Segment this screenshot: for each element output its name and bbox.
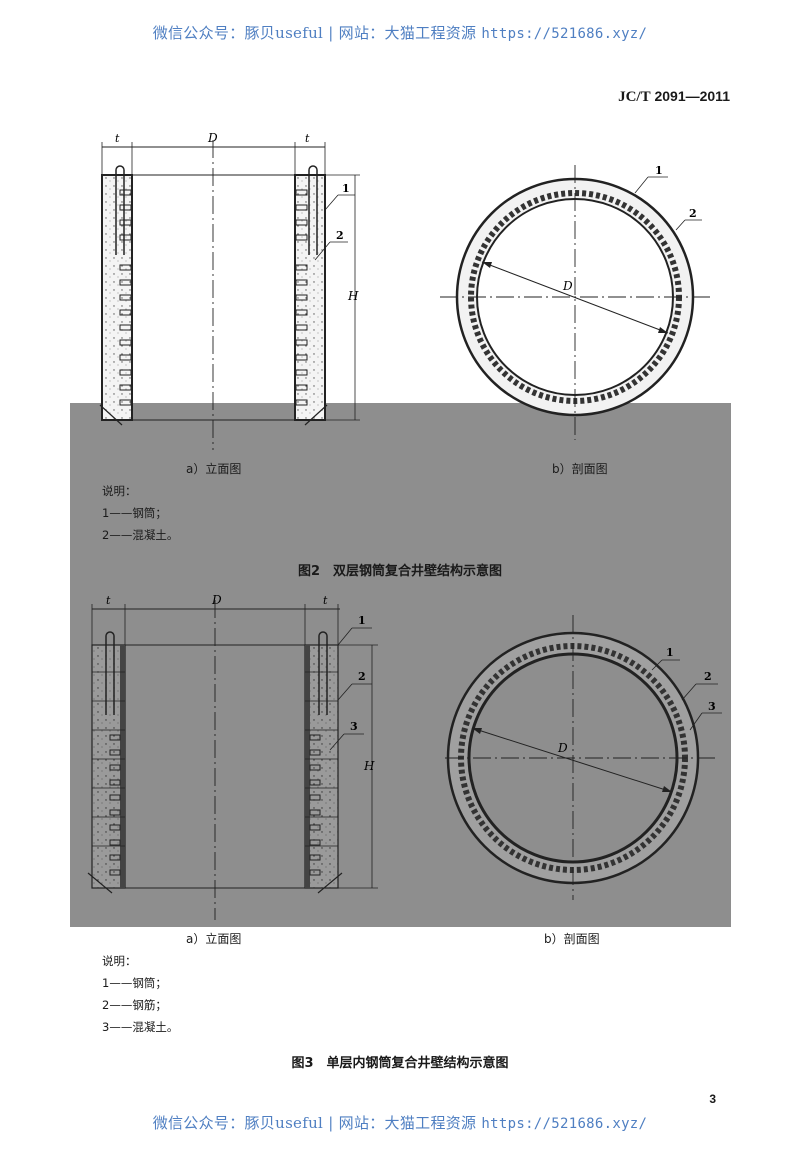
dim-t-right: t [305, 132, 310, 145]
fig3-title: 图3 单层内钢筒复合井壁结构示意图 [291, 1056, 509, 1071]
callout-2: 2 [336, 229, 344, 242]
callout-2: 2 [689, 207, 697, 220]
fig2-caption-elevation: a）立面图 [186, 462, 242, 476]
legend-item: 3——混凝土。 [102, 1020, 179, 1034]
callout-2: 2 [358, 670, 366, 683]
dim-D: D [207, 131, 218, 145]
dim-t-right: t [323, 594, 328, 607]
fig2-legend: 说明： 1——钢筒； 2——混凝土。 [102, 480, 178, 546]
fig2-section-drawing: D 1 2 [440, 164, 710, 440]
fig3-caption-section: b）剖面图 [544, 932, 600, 946]
legend-item: 2——混凝土。 [102, 528, 179, 542]
dim-H: H [347, 289, 359, 303]
dim-D: D [211, 593, 222, 607]
callout-1: 1 [358, 614, 366, 627]
callout-2: 2 [704, 670, 712, 683]
dim-t-left: t [115, 132, 120, 145]
watermark-text: 微信公众号：豚贝useful | 网站：大猫工程资源 [152, 1114, 482, 1132]
legend-item: 1——钢筒； [102, 976, 167, 990]
legend-title: 说明： [102, 954, 137, 968]
callout-1: 1 [342, 182, 350, 195]
watermark-url[interactable]: https://521686.xyz/ [481, 1116, 648, 1132]
callout-1: 1 [666, 646, 674, 659]
callout-3: 3 [708, 700, 716, 713]
fig3-elevation-drawing: t D t H 1 2 3 [87, 593, 378, 920]
fig2-caption-section: b）剖面图 [552, 462, 608, 476]
page-number: 3 [709, 1092, 716, 1106]
dim-H: H [363, 759, 375, 773]
watermark-bottom: 微信公众号：豚贝useful | 网站：大猫工程资源 https://52168… [0, 1112, 800, 1133]
dim-t-left: t [106, 594, 111, 607]
legend-item: 1——钢筒； [102, 506, 167, 520]
legend-title: 说明： [102, 484, 137, 498]
watermark-top: 微信公众号：豚贝useful | 网站：大猫工程资源 https://52168… [0, 22, 800, 43]
fig3-section-drawing: D 1 2 3 [445, 615, 722, 900]
dim-D: D [562, 279, 573, 293]
legend-item: 2——钢筋； [102, 998, 167, 1012]
standard-code: JC/T 2091—2011 [618, 88, 730, 105]
fig2-title: 图2 双层钢筒复合井壁结构示意图 [297, 564, 503, 579]
callout-1: 1 [655, 164, 663, 177]
watermark-text: 微信公众号：豚贝useful | 网站：大猫工程资源 [152, 24, 482, 42]
fig3-caption-elevation: a）立面图 [186, 932, 242, 946]
fig2-elevation-drawing: t D t H 1 2 [99, 131, 360, 450]
dim-D: D [557, 741, 568, 755]
callout-3: 3 [350, 720, 358, 733]
watermark-url[interactable]: https://521686.xyz/ [481, 26, 648, 42]
fig3-legend: 说明： 1——钢筒； 2——钢筋； 3——混凝土。 [102, 950, 178, 1038]
